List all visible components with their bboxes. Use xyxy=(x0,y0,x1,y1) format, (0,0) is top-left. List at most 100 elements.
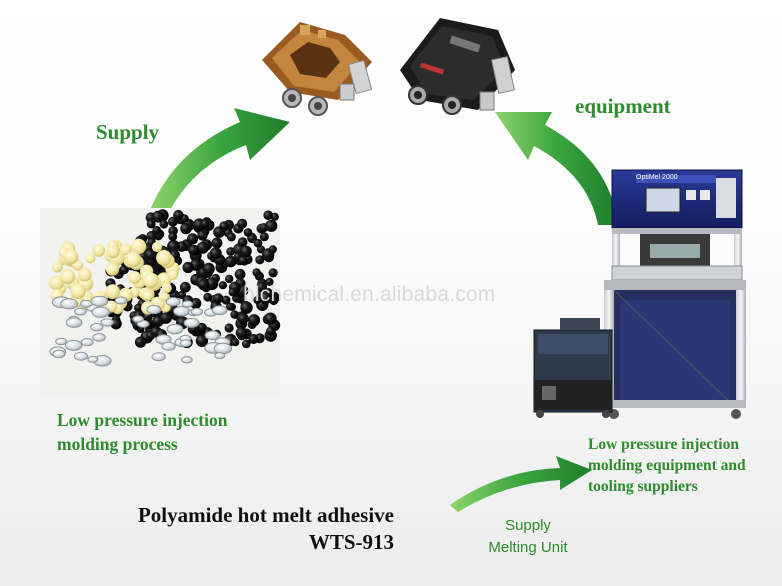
pellet xyxy=(225,302,234,311)
pellet xyxy=(152,225,162,235)
pellet xyxy=(211,237,223,249)
pellet xyxy=(134,303,143,313)
pellet xyxy=(180,222,192,235)
pellet xyxy=(92,244,105,257)
pellet xyxy=(73,351,89,361)
pellet xyxy=(234,268,246,280)
supply-arrow-top xyxy=(150,108,290,210)
pellet xyxy=(55,337,68,346)
pellet xyxy=(182,261,194,274)
pellet xyxy=(253,238,263,248)
pellet xyxy=(237,237,248,248)
pellet xyxy=(80,338,94,347)
pellet xyxy=(146,219,156,229)
pellet xyxy=(214,352,226,360)
equipment-caption-line1: Low pressure injection xyxy=(588,436,739,453)
pellet xyxy=(134,336,147,348)
pellet xyxy=(196,241,209,254)
pellet xyxy=(166,323,184,335)
pellet xyxy=(197,323,207,332)
pellet xyxy=(144,249,157,261)
pellet xyxy=(242,339,251,349)
pellet xyxy=(130,238,147,255)
product-name: Polyamide hot melt adhesive xyxy=(137,503,394,527)
equipment-arrow xyxy=(495,112,618,225)
pellet xyxy=(59,268,76,285)
pellet xyxy=(252,268,261,277)
pellet xyxy=(224,255,237,268)
pellet xyxy=(105,262,120,276)
pellet xyxy=(226,247,236,256)
pellet xyxy=(235,327,248,339)
melting-unit-caption: Supply Melting Unit xyxy=(480,515,576,559)
pellet xyxy=(248,334,259,344)
pellet xyxy=(91,306,111,318)
pellet xyxy=(167,269,178,281)
pellet xyxy=(128,271,142,284)
pellet xyxy=(142,290,154,301)
pellet xyxy=(203,292,213,302)
pellet xyxy=(200,219,210,228)
pellet xyxy=(173,306,190,317)
pellet xyxy=(80,299,93,308)
pellet xyxy=(100,318,114,327)
pellet xyxy=(218,281,227,290)
pellet xyxy=(265,277,274,286)
product-title: Polyamide hot melt adhesive WTS-913 xyxy=(92,502,394,556)
pellet xyxy=(152,210,165,223)
equipment-caption-line3: tooling suppliers xyxy=(588,478,698,495)
process-caption-line2: molding process xyxy=(57,434,178,454)
pellet xyxy=(197,230,208,241)
pellet xyxy=(143,272,159,289)
pellet xyxy=(87,355,99,363)
pellet xyxy=(159,219,169,229)
melting-unit-caption-line1: Supply xyxy=(505,517,551,534)
pellet xyxy=(224,323,234,333)
pellet xyxy=(240,245,252,257)
melting-unit-caption-line2: Melting Unit xyxy=(488,539,568,556)
pellet xyxy=(74,307,87,316)
pellet xyxy=(190,307,204,316)
black-mold-image xyxy=(400,18,515,115)
pellet xyxy=(240,301,253,314)
pellet xyxy=(248,314,261,327)
pellet xyxy=(255,255,265,265)
pellet xyxy=(106,245,120,259)
pellet xyxy=(213,293,224,304)
pellet xyxy=(151,352,166,362)
pellet xyxy=(119,265,129,275)
machine-brand-text: OptiMel 2000 xyxy=(636,174,678,181)
pellet xyxy=(151,241,163,253)
pellet xyxy=(197,278,210,291)
equipment-caption-line2: molding equipment and xyxy=(588,457,746,474)
pellet xyxy=(92,333,106,342)
pellet xyxy=(60,298,79,310)
pellet xyxy=(183,317,200,328)
process-caption: Low pressure injection molding process xyxy=(57,408,227,456)
pellet xyxy=(259,291,272,305)
injection-machine-image xyxy=(533,169,746,419)
amber-mold-image xyxy=(262,22,373,116)
pellet xyxy=(264,312,277,326)
pellet xyxy=(105,284,120,300)
pellet xyxy=(52,349,66,359)
equipment-caption: Low pressure injection molding equipment… xyxy=(588,434,746,497)
pellet xyxy=(211,305,228,316)
pellet xyxy=(213,226,225,238)
pellet xyxy=(221,295,231,305)
adhesive-pellets-image xyxy=(40,208,281,398)
pellet xyxy=(49,275,64,291)
pellet xyxy=(179,281,191,293)
supply-label: Supply xyxy=(96,120,160,144)
pellet xyxy=(213,342,233,355)
pellet xyxy=(70,283,86,300)
pellet xyxy=(237,312,249,325)
pellet xyxy=(225,274,234,284)
pellet xyxy=(182,300,194,308)
pellet xyxy=(125,251,141,268)
pellet xyxy=(90,323,104,332)
pellet xyxy=(168,232,178,242)
pellet xyxy=(256,281,268,293)
pellet xyxy=(238,255,248,266)
